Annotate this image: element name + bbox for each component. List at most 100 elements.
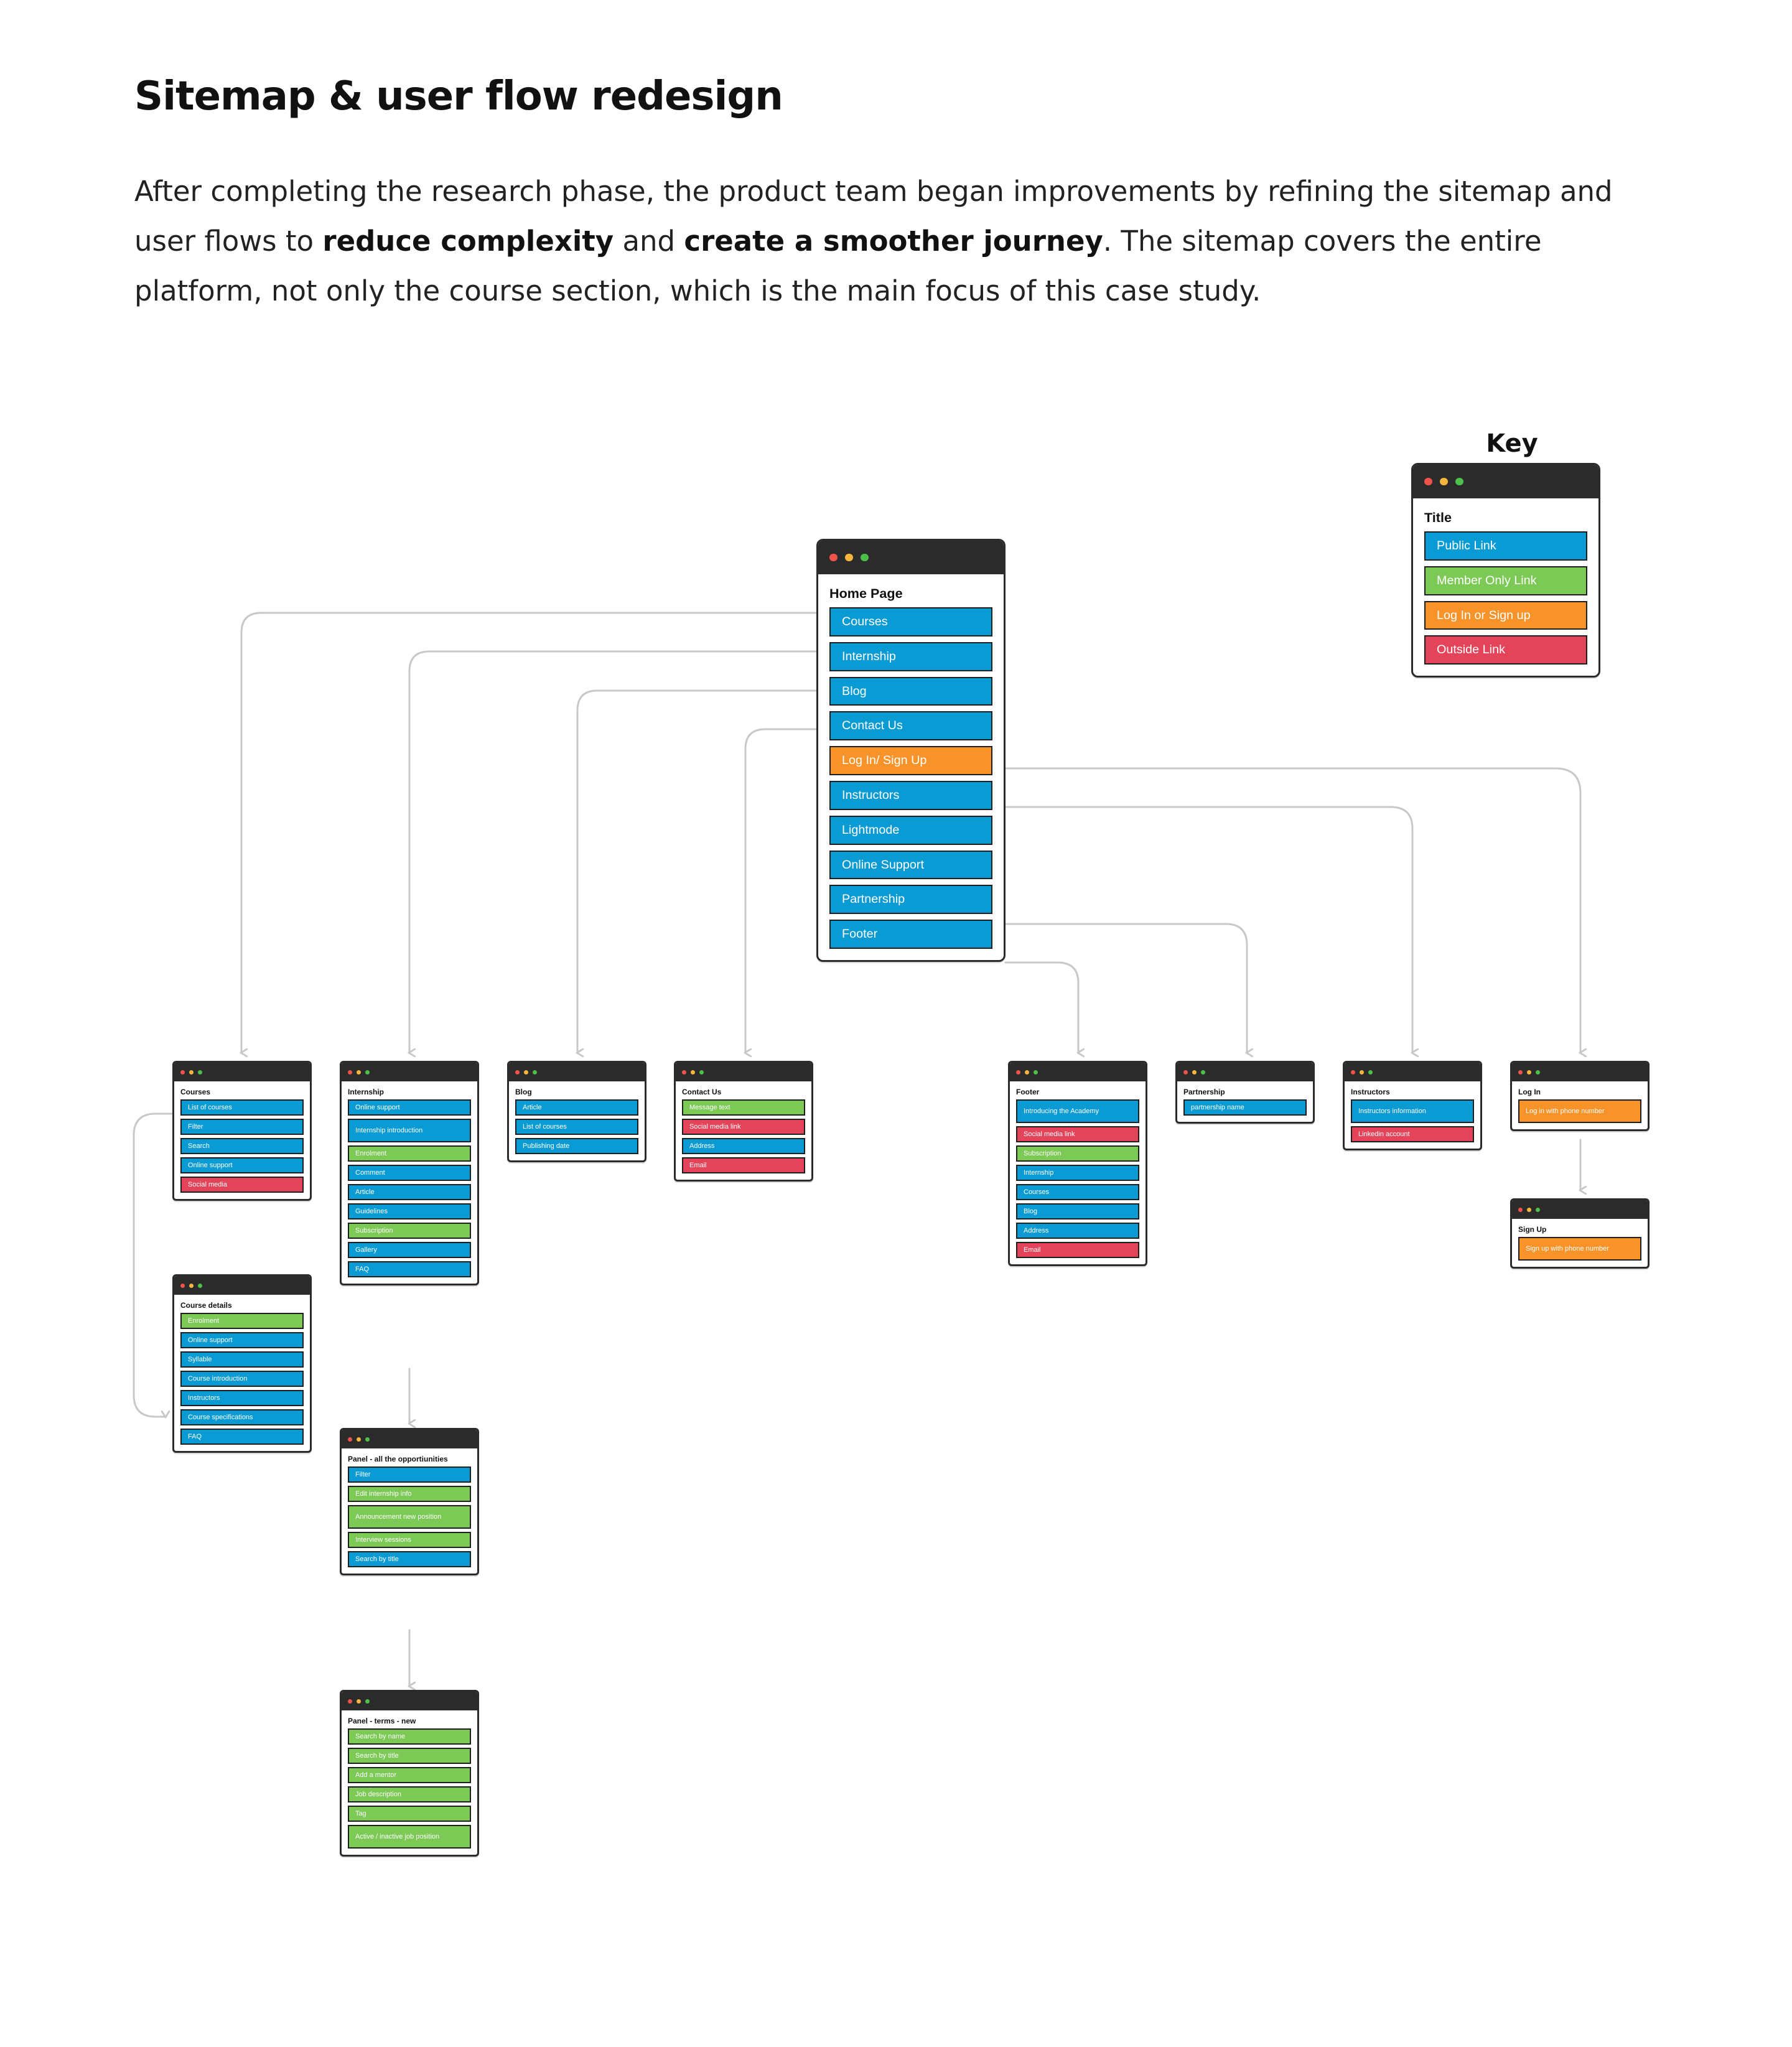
sitemap-link-item: Article — [348, 1184, 471, 1200]
sitemap-link-item: Log In or Sign up — [1424, 600, 1587, 630]
window-close-dot — [1351, 1070, 1355, 1075]
window-titlebar — [1512, 1063, 1648, 1081]
sitemap-link-item: Outside Link — [1424, 635, 1587, 665]
sitemap-link-item: Blog — [1016, 1203, 1139, 1219]
window-zoom-dot — [861, 553, 869, 562]
sitemap-link-item: Instructors — [180, 1390, 304, 1406]
intro-bold-2: create a smoother journey — [684, 225, 1103, 258]
sitemap-link-item: Search by title — [348, 1748, 471, 1764]
window-minimize-dot — [1440, 477, 1448, 486]
sitemap-link-item: Guidelines — [348, 1203, 471, 1219]
window-titlebar — [1177, 1063, 1313, 1081]
window-minimize-dot — [357, 1699, 361, 1704]
sitemap-link-item: Online support — [180, 1332, 304, 1348]
intro-text-3: . The sitemap covers the entire platform… — [134, 225, 1542, 307]
sitemap-link-item: Instructors — [829, 780, 992, 810]
sitemap-card-signup: Sign Up Sign up with phone number — [1510, 1198, 1650, 1269]
window-zoom-dot — [1368, 1070, 1373, 1075]
connector-home-instructors — [1004, 806, 1412, 1053]
card-title: Internship — [348, 1088, 385, 1096]
sitemap-link-item: Announcement new position — [348, 1505, 471, 1529]
card-title: Course details — [180, 1301, 232, 1310]
sitemap-link-item: Add a mentor — [348, 1767, 471, 1783]
sitemap-link-item: Internship — [829, 641, 992, 671]
window-minimize-dot — [357, 1070, 361, 1075]
card-title: Panel - terms - new — [348, 1717, 416, 1725]
sitemap-link-item: Linkedin account — [1351, 1126, 1474, 1142]
sitemap-link-item: Blog — [829, 676, 992, 706]
window-close-dot — [829, 553, 838, 562]
sitemap-link-item: Introducing the Academy — [1016, 1099, 1139, 1123]
card-title: Footer — [1016, 1088, 1040, 1096]
sitemap-link-item: Comment — [348, 1165, 471, 1181]
sitemap-link-item: Course specifications — [180, 1409, 304, 1425]
sitemap-link-item: Public Link — [1424, 531, 1587, 561]
card-body: Log In Log in with phone number — [1512, 1081, 1648, 1129]
window-minimize-dot — [1527, 1207, 1531, 1212]
window-minimize-dot — [189, 1070, 194, 1075]
sitemap-link-item: Address — [682, 1138, 805, 1154]
card-title: Panel - all the opportiunities — [348, 1455, 448, 1463]
sitemap-link-item: Filter — [180, 1119, 304, 1135]
sitemap-link-item: Subscription — [1016, 1145, 1139, 1162]
key-heading: Key — [1486, 429, 1538, 458]
window-zoom-dot — [365, 1070, 370, 1075]
sitemap-link-item: Search by name — [348, 1728, 471, 1745]
window-close-dot — [515, 1070, 520, 1075]
sitemap-link-item: Log in with phone number — [1518, 1099, 1641, 1123]
window-zoom-dot — [699, 1070, 704, 1075]
window-close-dot — [348, 1699, 352, 1704]
sitemap-link-item: Message text — [682, 1099, 805, 1116]
sitemap-link-item: Online support — [180, 1157, 304, 1173]
sitemap-link-item: Internship — [1016, 1165, 1139, 1181]
window-titlebar — [342, 1430, 477, 1448]
sitemap-link-item: Sign up with phone number — [1518, 1237, 1641, 1261]
sitemap-link-item: Social media — [180, 1177, 304, 1193]
connector-home-footer — [1004, 961, 1078, 1053]
sitemap-link-item: Edit internship info — [348, 1486, 471, 1502]
sitemap-link-item: Article — [515, 1099, 638, 1116]
window-titlebar — [174, 1276, 310, 1295]
sitemap-link-item: Contact Us — [829, 711, 992, 741]
connector-home-login — [1004, 767, 1580, 1053]
card-title: Title — [1424, 509, 1452, 525]
sitemap-link-item: Syllable — [180, 1351, 304, 1368]
sitemap-link-item: Filter — [348, 1466, 471, 1483]
window-zoom-dot — [1034, 1070, 1038, 1075]
window-titlebar — [509, 1063, 645, 1081]
card-title: Log In — [1518, 1088, 1541, 1096]
sitemap-link-item: Search — [180, 1138, 304, 1154]
sitemap-link-item: Online Support — [829, 850, 992, 880]
card-title: Sign Up — [1518, 1225, 1547, 1234]
sitemap-link-item: Interview sessions — [348, 1532, 471, 1548]
window-close-dot — [1183, 1070, 1188, 1075]
sitemap-link-item: Email — [1016, 1242, 1139, 1258]
window-titlebar — [1413, 465, 1598, 498]
window-zoom-dot — [198, 1283, 202, 1288]
card-title: Home Page — [829, 585, 903, 601]
sitemap-link-item: Instructors information — [1351, 1099, 1474, 1123]
sitemap-link-item: Member Only Link — [1424, 566, 1587, 595]
sitemap-link-item: Lightmode — [829, 815, 992, 845]
window-minimize-dot — [1192, 1070, 1197, 1075]
sitemap-link-item: Address — [1016, 1223, 1139, 1239]
sitemap-link-item: FAQ — [180, 1429, 304, 1445]
window-titlebar — [1010, 1063, 1146, 1081]
connector-home-courses — [241, 612, 818, 1053]
card-title: Instructors — [1351, 1088, 1390, 1096]
sitemap-link-item: Gallery — [348, 1242, 471, 1258]
